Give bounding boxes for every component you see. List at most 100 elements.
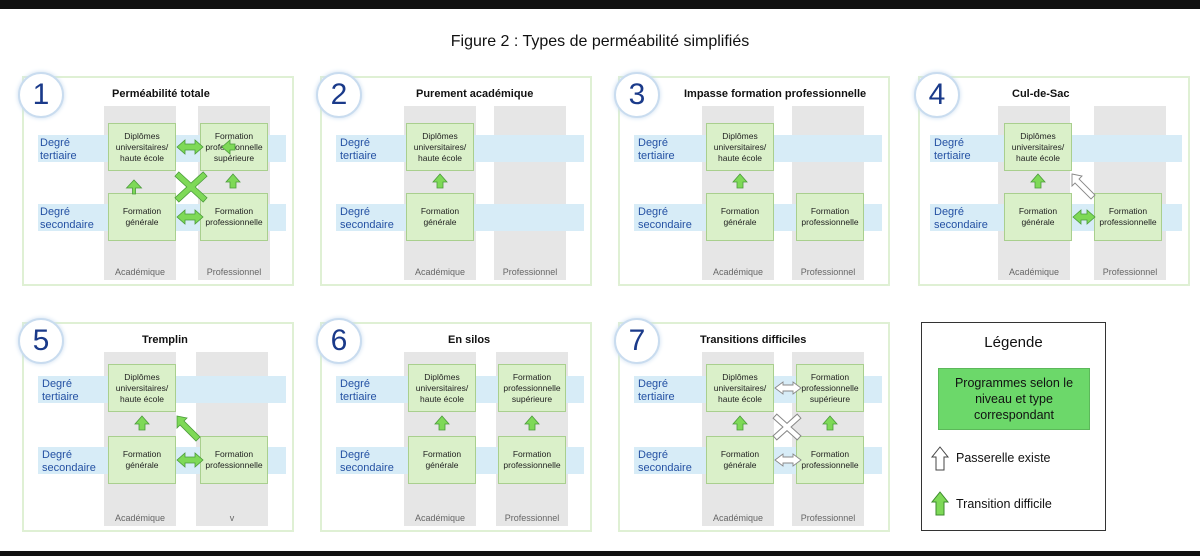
higher-vocational-box: Formation professionnelle supérieure	[498, 364, 566, 412]
academic-column-label: Académique	[114, 267, 166, 277]
professional-column-label: v	[229, 513, 235, 523]
bridge-arrow-icon	[1071, 173, 1096, 200]
general-education-box: Formation générale	[108, 193, 176, 241]
professional-column-label: Professionnel	[504, 513, 560, 523]
panel-number: 7	[614, 318, 660, 364]
panel-2: 2 Purement académique Académique Profess…	[316, 72, 592, 286]
difficult-arrow-icon	[225, 173, 241, 189]
bottom-rule	[0, 551, 1200, 556]
vocational-training-box: Formation professionnelle	[796, 193, 864, 241]
legend-difficult-label: Transition difficile	[956, 497, 1052, 511]
general-education-box: Formation générale	[706, 436, 774, 484]
transition-arrows	[732, 173, 748, 189]
tertiary-level-label: Degré tertiaire	[340, 137, 377, 162]
tertiary-level-label: Degré tertiaire	[340, 378, 377, 403]
university-diploma-box: Diplômes universitaires/ haute école	[706, 364, 774, 412]
university-diploma-box: Diplômes universitaires/ haute école	[706, 123, 774, 171]
professional-column-label: Professionnel	[800, 513, 856, 523]
difficult-arrow-icon	[176, 209, 204, 225]
general-education-box: Formation générale	[706, 193, 774, 241]
difficult-arrow-icon	[434, 415, 450, 431]
university-diploma-box: Diplômes universitaires/ haute école	[108, 123, 176, 171]
panel-number: 3	[614, 72, 660, 118]
panel-title: Perméabilité totale	[112, 88, 210, 100]
academic-column-label: Académique	[712, 513, 764, 523]
panel-title: Tremplin	[142, 334, 188, 346]
legend-programs-swatch: Programmes selon le niveau et type corre…	[938, 368, 1090, 430]
difficult-arrow-icon	[176, 139, 204, 155]
professional-column-label: Professionnel	[1102, 267, 1158, 277]
secondary-level-label: Degré secondaire	[340, 206, 394, 231]
panel-number: 6	[316, 318, 362, 364]
secondary-level-label: Degré secondaire	[638, 449, 692, 474]
panel-5: 5 Tremplin Académique v Degré tertiaire …	[18, 318, 294, 532]
panel-number: 1	[18, 72, 64, 118]
general-education-box: Formation générale	[406, 193, 474, 241]
legend-bridge-label: Passerelle existe	[956, 451, 1051, 465]
bridge-arrow-icon	[930, 446, 950, 471]
general-education-box: Formation générale	[108, 436, 176, 484]
transition-arrows	[732, 381, 838, 467]
transition-arrows	[434, 415, 540, 431]
difficult-arrow-icon	[134, 415, 150, 431]
vocational-training-box: Formation professionnelle	[796, 436, 864, 484]
university-diploma-box: Diplômes universitaires/ haute école	[408, 364, 476, 412]
secondary-level-label: Degré secondaire	[340, 449, 394, 474]
panel-3: 3 Impasse formation professionnelle Acad…	[614, 72, 890, 286]
difficult-arrow-icon	[221, 139, 236, 155]
academic-column-label: Académique	[114, 513, 166, 523]
higher-vocational-box: Formation professionnelle supérieure	[796, 364, 864, 412]
panel-1: 1 Perméabilité totale Académique Profess…	[18, 72, 294, 286]
general-education-box: Formation générale	[1004, 193, 1072, 241]
difficult-arrow-icon	[432, 173, 448, 189]
transition-arrows	[134, 415, 204, 468]
professional-column-label: Professionnel	[206, 267, 262, 277]
academic-column-label: Académique	[712, 267, 764, 277]
difficult-arrow-icon	[930, 491, 950, 516]
panel-number: 5	[18, 318, 64, 364]
academic-column-label: Académique	[414, 267, 466, 277]
panel-7: 7 Transitions difficiles Académique Prof…	[614, 318, 890, 532]
difficult-arrow-icon	[125, 179, 143, 195]
figure-title: Figure 2 : Types de perméabilité simplif…	[450, 33, 750, 50]
university-diploma-box: Diplômes universitaires/ haute école	[1004, 123, 1072, 171]
professional-column-label: Professionnel	[800, 267, 856, 277]
tertiary-level-label: Degré tertiaire	[638, 378, 675, 403]
difficult-arrow-icon	[176, 452, 204, 468]
difficult-arrow-icon	[524, 415, 540, 431]
tertiary-level-label: Degré tertiaire	[42, 378, 79, 403]
transition-arrows	[125, 139, 241, 225]
panel-title: Purement académique	[416, 88, 534, 100]
university-diploma-box: Diplômes universitaires/ haute école	[406, 123, 474, 171]
panel-title: En silos	[448, 334, 491, 346]
difficult-arrow-icon	[732, 415, 748, 431]
top-rule	[0, 0, 1200, 9]
difficult-arrow-icon	[175, 172, 207, 202]
tertiary-level-label: Degré tertiaire	[934, 137, 971, 162]
difficult-arrow-icon	[176, 415, 201, 442]
difficult-arrow-icon	[1072, 209, 1096, 225]
tertiary-level-label: Degré tertiaire	[40, 137, 77, 162]
panel-number: 4	[914, 72, 960, 118]
transition-arrows	[1030, 173, 1096, 225]
panel-number: 2	[316, 72, 362, 118]
secondary-level-label: Degré secondaire	[934, 206, 988, 231]
bridge-arrow-icon	[774, 381, 802, 395]
academic-column-label: Académique	[414, 513, 466, 523]
difficult-arrow-icon	[1030, 173, 1046, 189]
transition-arrows	[432, 173, 448, 189]
professional-column-label: Professionnel	[502, 267, 558, 277]
difficult-arrow-icon	[732, 173, 748, 189]
general-education-box: Formation générale	[408, 436, 476, 484]
panel-6: 6 En silos Académique Professionnel Degr…	[316, 318, 592, 532]
vocational-training-box: Formation professionnelle	[498, 436, 566, 484]
bridge-arrow-icon	[774, 453, 802, 467]
difficult-arrow-icon	[822, 415, 838, 431]
panel-title: Transitions difficiles	[700, 334, 807, 346]
academic-column-label: Académique	[1008, 267, 1060, 277]
legend-title: Légende	[984, 334, 1043, 351]
panel-4: 4 Cul-de-Sac Académique Professionnel De…	[914, 72, 1190, 286]
panel-title: Cul-de-Sac	[1012, 88, 1070, 100]
secondary-level-label: Degré secondaire	[42, 449, 96, 474]
university-diploma-box: Diplômes universitaires/ haute école	[108, 364, 176, 412]
